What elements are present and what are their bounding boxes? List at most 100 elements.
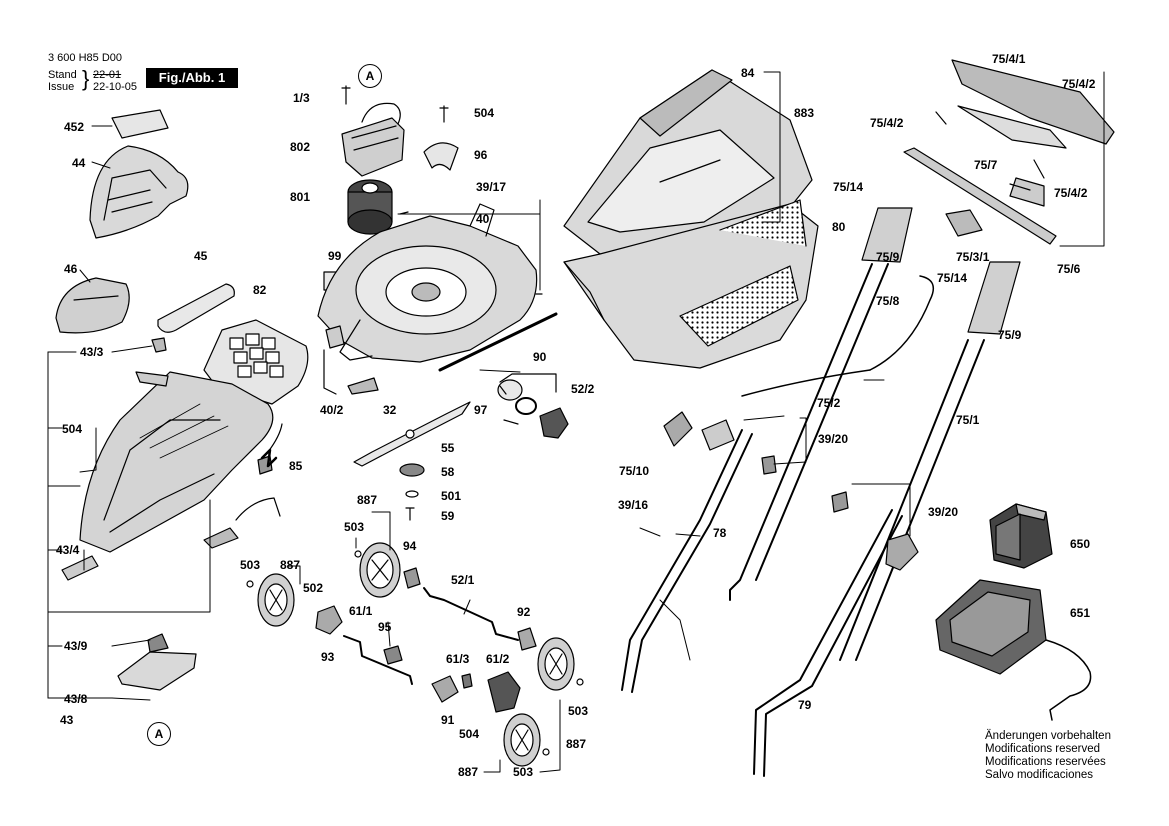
part-label: 883	[794, 106, 815, 120]
part-label: 90	[533, 350, 547, 364]
part-label: 650	[1070, 537, 1091, 551]
note-fr: Modifications reservées	[985, 756, 1106, 768]
part-wheel-887-left	[257, 573, 295, 627]
part-label: 95	[378, 620, 392, 634]
part-lower-handle-78	[621, 429, 753, 693]
part-label: 82	[253, 283, 267, 297]
part-label: 97	[474, 403, 488, 417]
part-label: 75/6	[1057, 262, 1081, 276]
part-label: 92	[517, 605, 531, 619]
part-label: 96	[474, 148, 488, 162]
part-label: 501	[441, 489, 462, 503]
part-label: 1/3	[293, 91, 310, 105]
part-clips-75-10	[663, 411, 919, 571]
leader-bracket-43	[47, 125, 211, 701]
part-label: 84	[741, 66, 755, 80]
part-label: 801	[290, 190, 311, 204]
part-label: 52/2	[571, 382, 595, 396]
part-wheel-887-right	[537, 637, 575, 691]
part-label: 75/4/2	[1054, 186, 1088, 200]
part-label: 75/14	[833, 180, 864, 194]
part-label: 39/16	[618, 498, 649, 512]
part-label: 45	[194, 249, 208, 263]
part-label: 52/1	[451, 573, 475, 587]
part-label: 59	[441, 509, 455, 523]
part-label: 75/3/1	[956, 250, 990, 264]
part-label: 503	[568, 704, 589, 718]
part-handle-top-75-6	[903, 59, 1115, 245]
part-label: 43/8	[64, 692, 88, 706]
part-label: 651	[1070, 606, 1091, 620]
figure-badge: Fig./Abb. 1	[146, 68, 238, 88]
part-label: 43/9	[64, 639, 88, 653]
part-label: 55	[441, 441, 455, 455]
part-52-1-rod	[423, 587, 519, 641]
part-label: 75/7	[974, 158, 998, 172]
part-label: 43	[60, 713, 74, 727]
part-cover-44	[89, 145, 189, 239]
reference-marker-bottom: A	[147, 722, 171, 746]
part-label: 75/1	[956, 413, 980, 427]
doc-number: 3 600 H85 D00	[48, 52, 122, 64]
part-grass-box-80	[563, 199, 819, 369]
part-label: 75/2	[817, 396, 841, 410]
part-label: 79	[798, 698, 812, 712]
part-blade-55	[353, 401, 471, 467]
handle-leaders	[639, 379, 911, 537]
part-94	[403, 567, 421, 589]
part-label: 39/20	[818, 432, 849, 446]
part-cover-452	[111, 109, 169, 139]
part-91	[431, 673, 473, 703]
note-de: Änderungen vorbehalten	[985, 730, 1111, 742]
note-en: Modifications reserved	[985, 743, 1101, 755]
part-wheel-887-front	[359, 542, 401, 598]
part-label: 504	[62, 422, 83, 436]
part-92	[517, 627, 537, 651]
center-leaders	[287, 199, 561, 773]
part-label: 99	[328, 249, 342, 263]
bracket-883	[761, 71, 781, 223]
part-label: 40/2	[320, 403, 344, 417]
part-label: 75/4/1	[992, 52, 1026, 66]
part-label: 32	[383, 403, 397, 417]
note-es: Salvo modificaciones	[985, 769, 1094, 781]
small-clips-left	[61, 337, 281, 691]
issue-label: Issue	[48, 81, 75, 93]
part-90-rod	[438, 312, 558, 372]
part-battery-cover-46	[55, 277, 130, 334]
reference-marker-top: A	[358, 64, 382, 88]
bracket-75-6	[1059, 71, 1105, 247]
part-label: 94	[403, 539, 417, 553]
part-wheel-887-bottom	[503, 713, 541, 767]
part-95	[383, 645, 403, 665]
part-label: 503	[240, 558, 261, 572]
part-motor-electronics-802	[341, 102, 405, 177]
part-label: 78	[713, 526, 727, 540]
small-washers	[246, 550, 584, 756]
part-label: 80	[832, 220, 846, 234]
part-61-1-rod	[343, 635, 413, 685]
part-label: 802	[290, 140, 311, 154]
part-label: 46	[64, 262, 78, 276]
part-52-2	[497, 373, 569, 439]
part-motor-801	[347, 179, 393, 235]
part-label: 503	[344, 520, 365, 534]
part-label: 887	[280, 558, 301, 572]
stand-value: 22-01	[93, 69, 122, 81]
part-label: 502	[303, 581, 324, 595]
part-label: 58	[441, 465, 455, 479]
part-label: 75/10	[619, 464, 650, 478]
part-label: 93	[321, 650, 335, 664]
part-label: 44	[72, 156, 86, 170]
part-battery-650	[989, 503, 1053, 569]
part-58-501-59	[399, 463, 425, 521]
part-label: 43/3	[80, 345, 104, 359]
part-handle-tubes	[729, 207, 1021, 661]
part-label: 61/3	[446, 652, 470, 666]
part-label: 85	[289, 459, 303, 473]
part-spring-85	[260, 423, 283, 468]
part-label: 452	[64, 120, 85, 134]
header-brace: }	[82, 66, 90, 91]
part-label: 39/17	[476, 180, 507, 194]
